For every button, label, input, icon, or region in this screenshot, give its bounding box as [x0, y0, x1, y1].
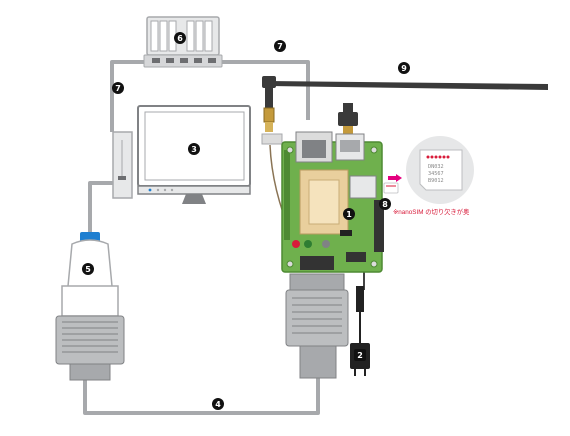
callout-7a: 7	[274, 40, 286, 52]
svg-text:6: 6	[177, 34, 183, 43]
callout-7b: 7	[112, 82, 124, 94]
pc-tower	[112, 131, 133, 199]
callout-8: 8	[379, 198, 391, 210]
svg-text:5: 5	[85, 265, 91, 274]
usb-cable	[88, 181, 118, 240]
callout-2: 2	[354, 349, 366, 361]
svg-text:3: 3	[191, 145, 197, 154]
sim-insert-arrow-icon	[388, 174, 402, 182]
main-board	[281, 131, 384, 273]
lan-cable-to-pc	[110, 60, 150, 132]
sim-card-inset: DN032 34567 B9012 ※nanoSIM の切り欠きが奥	[383, 136, 474, 216]
sim-line-1: DN032	[428, 164, 444, 170]
usb-serial-adapter	[55, 232, 125, 381]
sim-line-2: 34567	[428, 171, 444, 177]
callout-9: 9	[398, 62, 410, 74]
svg-text:7: 7	[115, 84, 121, 93]
callout-badges: 1 2 3 4 5 6 7 7	[82, 32, 410, 410]
callout-4: 4	[212, 398, 224, 410]
sim-note: ※nanoSIM の切り欠きが奥	[393, 207, 470, 216]
svg-text:7: 7	[277, 42, 283, 51]
svg-text:4: 4	[215, 400, 221, 409]
serial-cable	[83, 378, 320, 415]
callout-5: 5	[82, 263, 94, 275]
sim-line-3: B9012	[428, 178, 444, 184]
svg-text:2: 2	[357, 351, 363, 360]
svg-text:9: 9	[401, 64, 407, 73]
callout-1: 1	[343, 208, 355, 220]
svg-text:1: 1	[346, 210, 352, 219]
cables	[83, 60, 320, 415]
callout-3: 3	[188, 143, 200, 155]
svg-text:8: 8	[382, 200, 388, 209]
antenna	[261, 76, 548, 237]
callout-6: 6	[174, 32, 186, 44]
board-serial-connector	[285, 273, 349, 379]
lan-cable-to-board	[220, 60, 310, 120]
